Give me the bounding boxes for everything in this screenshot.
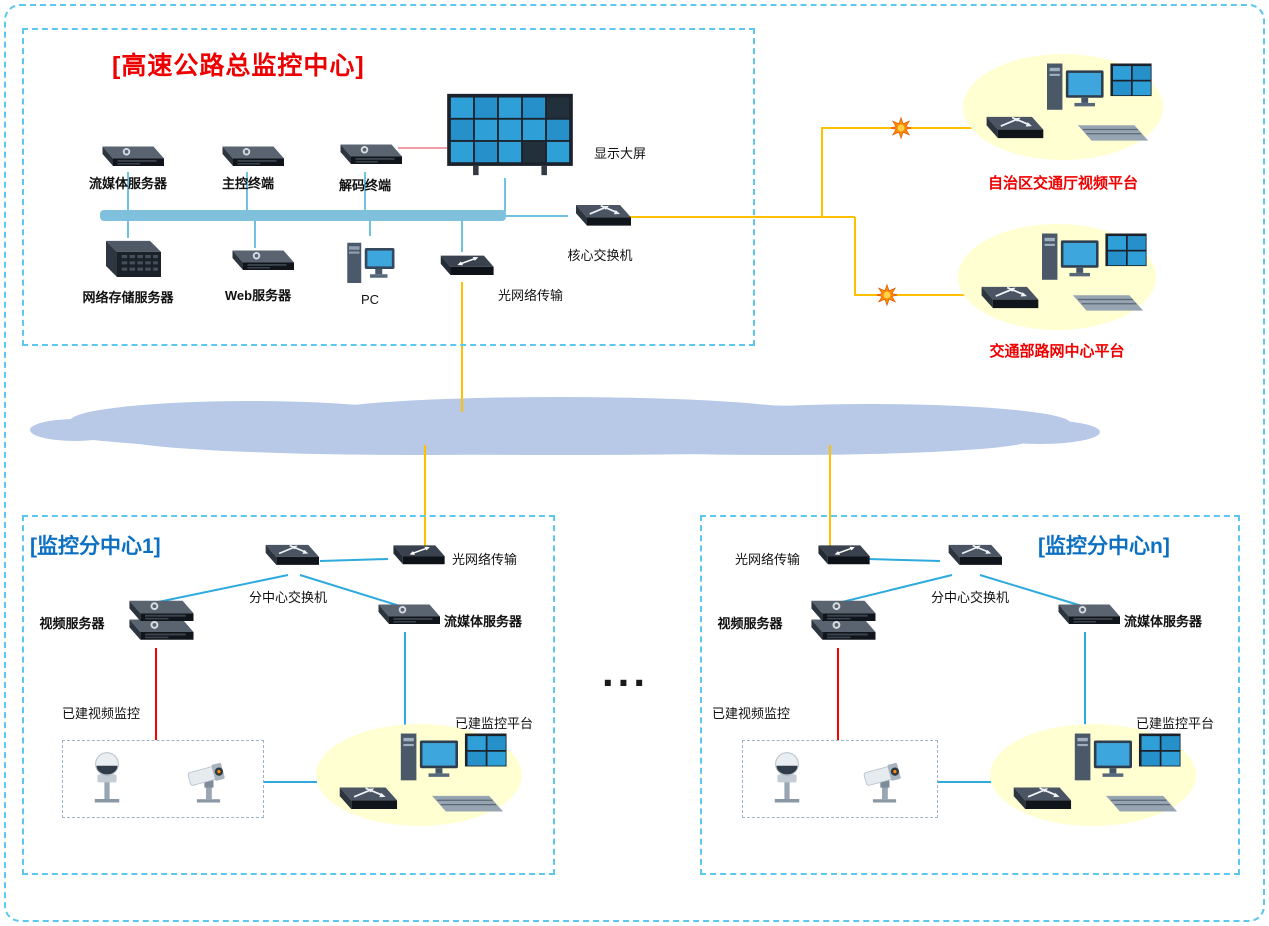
firewall-icon xyxy=(890,117,912,139)
scn-switch-icon xyxy=(938,538,1002,573)
sc1-existing-cctv-label: 已建视频监控 xyxy=(62,706,141,721)
subcenter-n-title: [监控分中心n] xyxy=(1038,535,1170,558)
sc1-switch-label: 分中心交换机 xyxy=(248,590,327,605)
decode-terminal-label: 解码终端 xyxy=(338,178,391,193)
web-server-icon xyxy=(222,246,294,276)
sc1-optical-label: 光网络传输 xyxy=(452,552,518,567)
core-switch-label: 核心交换机 xyxy=(567,248,633,263)
scn-video-server-icon xyxy=(800,596,876,646)
scn-optical-label: 光网络传输 xyxy=(734,552,800,567)
decode-terminal-icon xyxy=(330,140,402,170)
subcenter-ellipsis: ... xyxy=(602,648,650,695)
link-to-regional-platform xyxy=(821,127,985,217)
sc1-switch-icon xyxy=(255,538,319,573)
main-center-box xyxy=(22,28,755,346)
bullet-camera-icon xyxy=(858,756,911,806)
sc1-video-server-label: 视频服务器 xyxy=(39,616,105,631)
scn-link-optical-switch xyxy=(867,558,941,562)
sc1-link-switch-videoserver xyxy=(157,574,289,603)
core-switch-icon xyxy=(565,198,631,234)
optical-transmission-label: 光网络传输 xyxy=(498,288,564,303)
optical-transmission-icon xyxy=(432,250,494,282)
subcenter1-title: [监控分中心1] xyxy=(30,535,161,558)
scn-streaming-server-label: 流媒体服务器 xyxy=(1124,614,1203,629)
ministry-platform-workstation-icon xyxy=(970,228,1150,323)
scn-existing-platform-label: 已建监控平台 xyxy=(1136,716,1215,731)
sc1-platform-workstation-icon xyxy=(328,728,510,824)
master-terminal-icon xyxy=(212,142,284,172)
scn-optical-icon xyxy=(810,540,870,571)
scn-streaming-server-icon xyxy=(1048,600,1120,630)
display-wall-label: 显示大屏 xyxy=(593,146,646,161)
subcenter1-box xyxy=(22,515,555,875)
sc1-optical-icon xyxy=(385,540,445,571)
master-terminal-label: 主控终端 xyxy=(221,176,274,191)
sc1-streaming-server-icon xyxy=(368,600,440,630)
sc1-streaming-server-label: 流媒体服务器 xyxy=(444,614,523,629)
pc-label: PC xyxy=(360,292,380,307)
dome-camera-icon xyxy=(766,750,808,806)
storage-server-label: 网络存储服务器 xyxy=(82,290,174,305)
pc-icon xyxy=(342,234,398,290)
storage-server-icon xyxy=(95,236,161,285)
firewall-icon xyxy=(876,284,898,306)
link-to-ministry-platform xyxy=(854,217,985,296)
streaming-server-icon xyxy=(92,142,164,172)
regional-platform-label: 自治区交通厅视频平台 xyxy=(987,175,1138,192)
scn-video-server-label: 视频服务器 xyxy=(717,616,783,631)
subcenter-n-box xyxy=(700,515,1240,875)
sc1-camera-box xyxy=(62,740,264,818)
lan-bus-bar xyxy=(100,210,506,221)
sc1-video-server-icon xyxy=(118,596,194,646)
scn-link-switch-streaming xyxy=(979,574,1083,607)
network-cloud xyxy=(30,397,1100,455)
scn-link-switch-videoserver xyxy=(841,574,953,603)
bullet-camera-icon xyxy=(182,756,235,806)
regional-platform-workstation-icon xyxy=(975,58,1155,153)
dome-camera-icon xyxy=(86,750,128,806)
scn-camera-box xyxy=(742,740,938,818)
sc1-link-switch-streaming xyxy=(299,574,401,607)
display-wall-icon xyxy=(445,92,575,177)
sc1-existing-platform-label: 已建监控平台 xyxy=(455,716,534,731)
scn-switch-label: 分中心交换机 xyxy=(930,590,1009,605)
sc1-link-optical-switch xyxy=(319,558,389,562)
web-server-label: Web服务器 xyxy=(224,288,292,303)
scn-platform-workstation-icon xyxy=(1002,728,1184,824)
main-center-title: [高速公路总监控中心] xyxy=(112,52,365,80)
scn-existing-cctv-label: 已建视频监控 xyxy=(712,706,791,721)
ministry-platform-label: 交通部路网中心平台 xyxy=(989,343,1125,360)
streaming-server-label: 流媒体服务器 xyxy=(88,176,167,191)
